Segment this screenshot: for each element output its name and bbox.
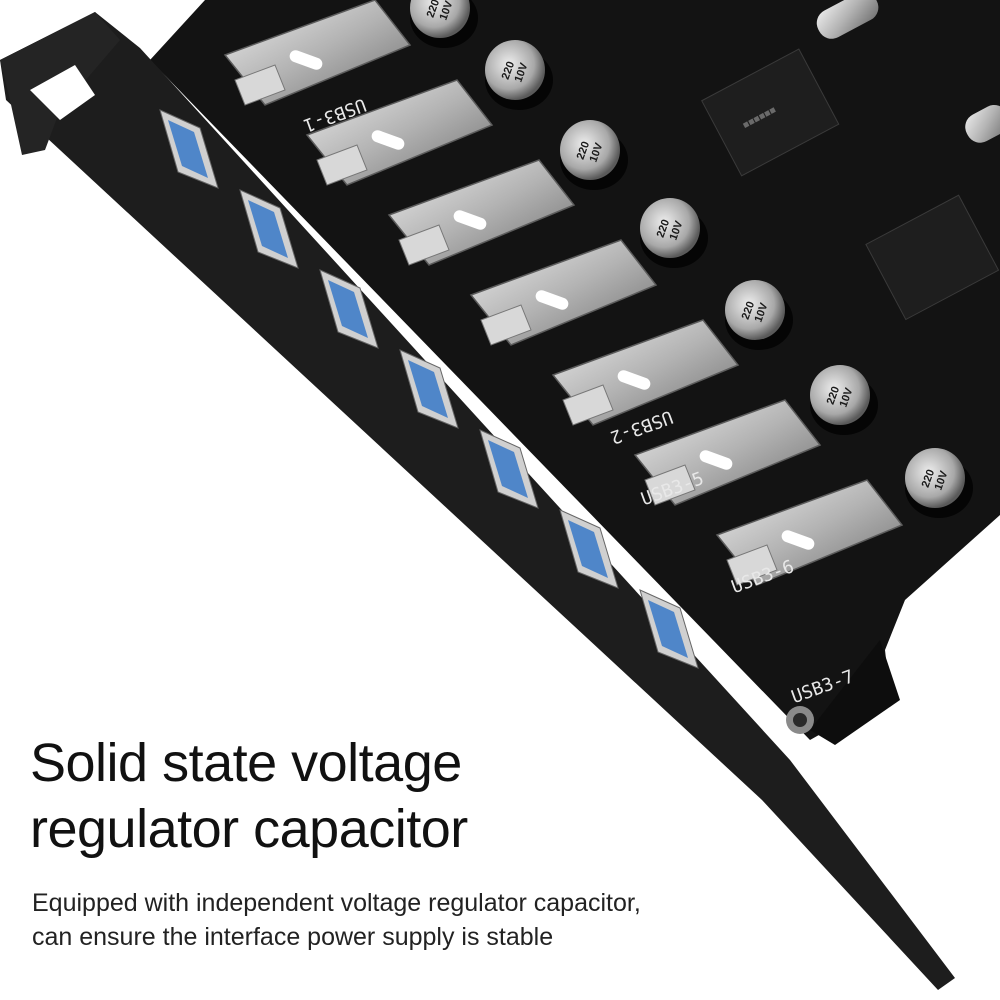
usb-port <box>399 239 658 429</box>
capacitor-label: 220 <box>740 300 758 321</box>
mounting-bracket <box>0 12 955 990</box>
mounting-hole-center <box>793 713 807 727</box>
crystal-oscillator <box>816 0 879 39</box>
description: Equipped with independent voltage regula… <box>32 886 792 954</box>
usb-port <box>559 399 822 589</box>
usb-port <box>639 479 904 669</box>
capacitor-label: 220 <box>825 385 843 406</box>
controller-chip-2 <box>865 194 1000 321</box>
pcb-edge <box>810 640 900 745</box>
usb-port <box>159 0 412 189</box>
usb-port <box>319 159 576 349</box>
capacitor-label: 220 <box>655 218 673 239</box>
crystal-oscillator <box>965 104 1000 143</box>
headline: Solid state voltage regulator capacitor <box>30 730 650 862</box>
bracket-slot <box>30 65 95 120</box>
controller-chip-1: ■■■■■■ <box>701 48 840 177</box>
capacitor-label: 220 <box>920 468 938 489</box>
usb-port <box>479 319 740 509</box>
capacitor-label: 220 <box>575 140 593 161</box>
usb-port <box>239 79 494 269</box>
description-line-2: can ensure the interface power supply is… <box>32 923 554 951</box>
capacitor-label: 220 <box>500 60 518 81</box>
headline-line-1: Solid state voltage <box>30 733 462 793</box>
headline-line-2: regulator capacitor <box>30 799 468 859</box>
description-line-1: Equipped with independent voltage regula… <box>32 889 641 917</box>
